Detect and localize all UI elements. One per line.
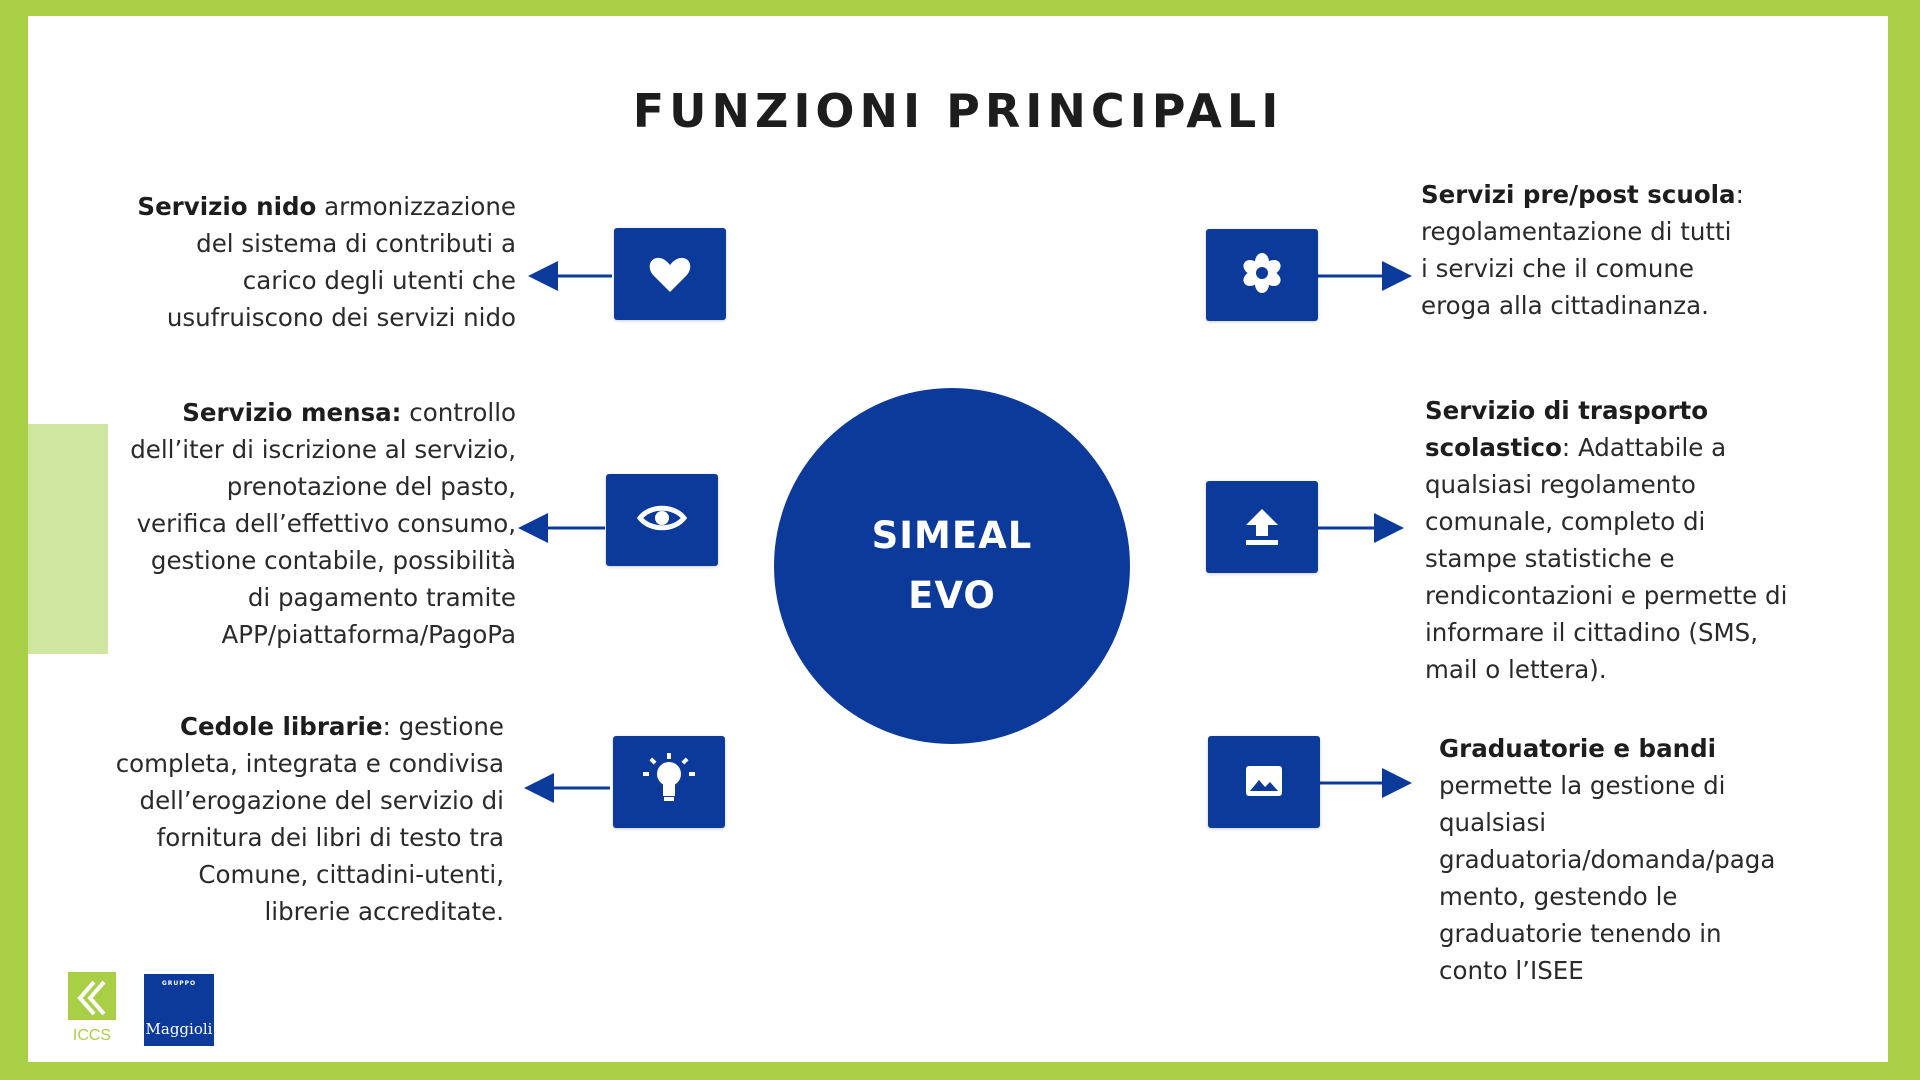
image-icon-box [1208,736,1320,828]
flower-icon-box [1206,229,1318,321]
label-servizio-trasporto-1: Servizio di trasporto [1425,396,1709,425]
slide-card: FUNZIONI PRINCIPALI Servizio nido armoni… [28,16,1888,1062]
iccs-logo: ICCS [68,972,116,1044]
connector-arrows [518,261,1412,803]
image-icon [1246,766,1282,796]
lightbulb-icon-box [613,736,725,828]
label-servizio-nido: Servizio nido [137,192,317,221]
text-servizio-trasporto: Servizio di trasporto scolastico: Adatta… [1425,396,1788,684]
maggioli-logo-name: Maggioli [145,1020,213,1038]
text-servizio-mensa: Servizio mensa: controllo dell’iter di i… [130,398,516,649]
text-graduatorie-bandi: Graduatorie e bandi permette la gestione… [1439,734,1776,985]
heart-icon [649,257,691,292]
eye-icon-box [606,474,718,566]
page-title: FUNZIONI PRINCIPALI [632,84,1284,138]
center-circle: SIMEAL EVO [774,388,1130,744]
eye-icon [636,505,688,531]
lightbulb-icon [643,753,695,801]
upload-icon [1246,509,1278,545]
center-label: SIMEAL EVO [871,514,1033,617]
label-graduatorie-bandi: Graduatorie e bandi [1439,734,1717,763]
maggioli-logo-top: GRUPPO [161,980,197,987]
text-servizio-nido: Servizio nido armonizzazione del sistema… [137,192,516,332]
upload-icon-box [1206,481,1318,573]
iccs-logo-text: ICCS [73,1027,111,1044]
text-cedole-librarie: Cedole librarie: gestione completa, inte… [115,712,504,926]
maggioli-logo: GRUPPO Maggioli [144,974,214,1046]
label-cedole-librarie: Cedole librarie [180,712,383,741]
label-servizio-trasporto-2: scolastico [1425,433,1562,462]
label-servizi-pre-post-scuola: Servizi pre/post scuola [1421,180,1736,209]
label-servizio-mensa: Servizio mensa: [182,398,402,427]
side-accent-bar [28,424,108,654]
flower-icon [1243,253,1281,293]
heart-icon-box [614,228,726,320]
text-servizi-pre-post-scuola: Servizi pre/post scuola: regolamentazion… [1421,180,1744,320]
